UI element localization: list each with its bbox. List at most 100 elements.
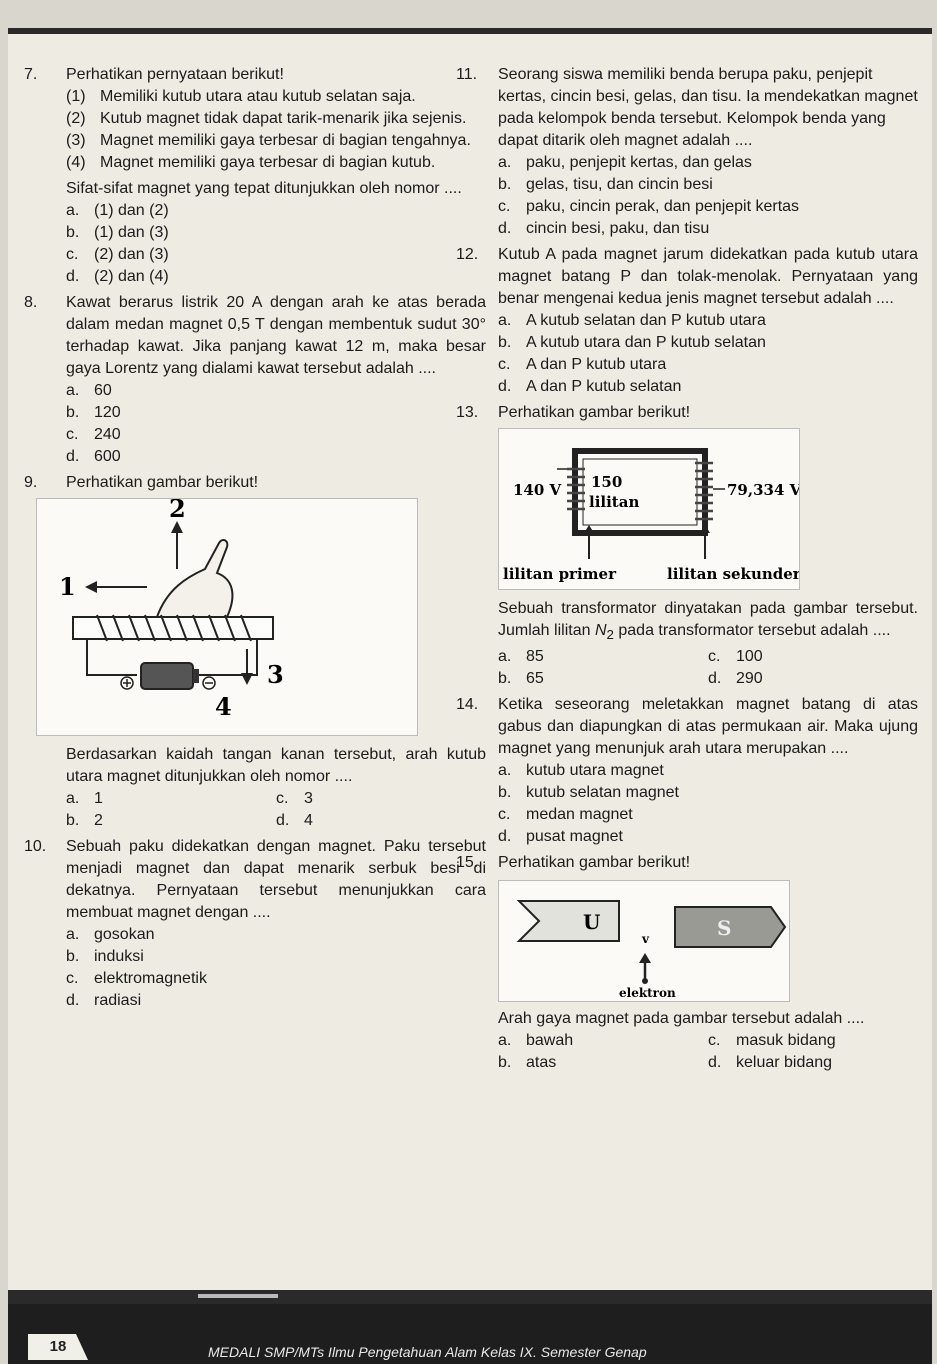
statement: (3)Magnet memiliki gaya terbesar di bagi… <box>66 132 471 149</box>
question-number: 12. <box>456 246 479 263</box>
magnet-electron-diagram: U S v elektron <box>516 900 787 1000</box>
field-mark-icon: v <box>641 932 650 946</box>
answer-option[interactable]: c.paku, cincin perak, dan penjepit kerta… <box>498 198 800 215</box>
question-text: Sifat-sifat magnet yang tepat ditunjukka… <box>66 180 462 197</box>
answer-option[interactable]: c.elektromagnetik <box>66 970 207 987</box>
answer-option[interactable]: b.gelas, tisu, dan cincin besi <box>498 176 713 193</box>
question-15: 15. Perhatikan gambar berikut! U S v ele… <box>456 852 918 1074</box>
answer-option[interactable]: d.pusat magnet <box>498 828 623 846</box>
question-number: 9. <box>24 474 38 491</box>
question-7: 7. Perhatikan pernyataan berikut! (1)Mem… <box>24 64 486 288</box>
plus-terminal-icon <box>120 676 134 690</box>
answer-option[interactable]: c.3 <box>276 790 313 807</box>
question-12: 12. Kutub A pada magnet jarum didekatkan… <box>456 244 918 398</box>
answer-option[interactable]: b.A kutub utara dan P kutub selatan <box>498 334 766 351</box>
transformer-diagram: 140 V 150 lilitan 79,334 V lilitan prime… <box>503 448 802 583</box>
secondary-coil <box>695 461 713 521</box>
question-9: 9. Perhatikan gambar berikut! 2 1 <box>24 472 486 832</box>
answer-option[interactable]: a.85 <box>498 648 544 666</box>
question-text: Arah gaya magnet pada gambar tersebut ad… <box>498 1010 865 1028</box>
question-stem: Perhatikan gambar berikut! <box>498 404 691 421</box>
south-pole-block <box>674 906 787 949</box>
answer-option[interactable]: d.cincin besi, paku, dan tisu <box>498 220 710 237</box>
answer-option[interactable]: b.120 <box>66 404 121 421</box>
answer-option[interactable]: a.kutub utara magnet <box>498 762 664 780</box>
question-13: 13. Perhatikan gambar berikut! <box>456 402 918 690</box>
question-number: 8. <box>24 294 38 311</box>
secondary-coil-label: lilitan sekunder <box>667 565 799 583</box>
secondary-voltage: 79,334 V <box>727 481 799 499</box>
question-stem: Ketika seseorang meletakkan magnet batan… <box>498 696 918 758</box>
minus-terminal-icon <box>202 676 216 690</box>
question-number: 11. <box>456 66 478 83</box>
answer-option[interactable]: a.gosokan <box>66 926 155 943</box>
answer-option[interactable]: d.290 <box>708 670 763 688</box>
section-divider <box>8 1290 932 1304</box>
answer-option[interactable]: b.(1) dan (3) <box>66 224 169 241</box>
question-stem: Kawat berarus listrik 20 A dengan arah k… <box>66 294 486 377</box>
question-stem: Kutub A pada magnet jarum didekatkan pad… <box>498 246 918 307</box>
primary-turns: 150 <box>591 473 622 491</box>
battery-icon <box>140 662 194 690</box>
answer-option[interactable]: a.paku, penjepit kertas, dan gelas <box>498 154 752 171</box>
statement: (4)Magnet memiliki gaya terbesar di bagi… <box>66 154 436 171</box>
answer-option[interactable]: d.(2) dan (4) <box>66 268 169 285</box>
primary-turns-unit: lilitan <box>589 493 639 511</box>
electron-dot <box>642 978 648 985</box>
answer-option[interactable]: b.2 <box>66 812 103 829</box>
electron-label: elektron <box>619 986 676 1000</box>
answer-option[interactable]: b.atas <box>498 1054 557 1072</box>
question-8: 8. Kawat berarus listrik 20 A dengan ara… <box>24 292 486 468</box>
question-11: 11. Seorang siswa memiliki benda berupa … <box>456 64 918 240</box>
label-3: 3 <box>267 660 284 689</box>
question-stem: Seorang siswa memiliki benda berupa paku… <box>498 66 918 149</box>
page-footer-bar: 18 MEDALI SMP/MTs Ilmu Pengetahuan Alam … <box>8 1304 932 1364</box>
answer-option[interactable]: b.kutub selatan magnet <box>498 784 679 802</box>
hand-icon <box>155 539 234 618</box>
statement: (1)Memiliki kutub utara atau kutub selat… <box>66 88 416 105</box>
solenoid-core <box>72 616 274 640</box>
primary-voltage: 140 V <box>513 481 562 499</box>
footer-text: MEDALI SMP/MTs Ilmu Pengetahuan Alam Kel… <box>208 1344 647 1360</box>
question-stem: Perhatikan gambar berikut! <box>66 474 259 491</box>
answer-option[interactable]: d.keluar bidang <box>708 1054 833 1072</box>
label-2: 2 <box>169 499 186 523</box>
answer-option[interactable]: a.60 <box>66 382 112 399</box>
answer-option[interactable]: d.4 <box>276 812 313 829</box>
solenoid-diagram: 2 1 <box>59 494 284 721</box>
question-number: 13. <box>456 404 479 421</box>
answer-option[interactable]: c.A dan P kutub utara <box>498 356 667 373</box>
question-text: Berdasarkan kaidah tangan kanan tersebut… <box>66 746 486 785</box>
answer-option[interactable]: c.medan magnet <box>498 806 633 824</box>
question-number: 15. <box>456 854 479 872</box>
answer-option[interactable]: c.(2) dan (3) <box>66 246 169 263</box>
north-pole-block <box>516 900 620 943</box>
answer-option[interactable]: d.600 <box>66 448 121 465</box>
answer-option[interactable]: d.A dan P kutub selatan <box>498 378 682 395</box>
primary-coil <box>567 467 585 511</box>
answer-option[interactable]: d.radiasi <box>66 992 142 1009</box>
statement: (2)Kutub magnet tidak dapat tarik-menari… <box>66 110 467 127</box>
answer-option[interactable]: c.100 <box>708 648 763 666</box>
answer-option[interactable]: a.(1) dan (2) <box>66 202 169 219</box>
answer-option[interactable]: a.A kutub selatan dan P kutub utara <box>498 312 766 329</box>
question-14: 14. Ketika seseorang meletakkan magnet b… <box>456 694 918 848</box>
question-stem: Sebuah paku didekatkan dengan magnet. Pa… <box>66 838 486 921</box>
question-10: 10. Sebuah paku didekatkan dengan magnet… <box>24 836 486 1012</box>
answer-option[interactable]: b.65 <box>498 670 544 688</box>
transformer-figure: 140 V 150 lilitan 79,334 V lilitan prime… <box>498 428 802 590</box>
primary-coil-label: lilitan primer <box>503 565 617 583</box>
south-pole-label: S <box>717 916 731 940</box>
answer-option[interactable]: a.bawah <box>498 1032 574 1050</box>
answer-option[interactable]: c.masuk bidang <box>708 1032 836 1050</box>
answer-option[interactable]: a.1 <box>66 790 103 807</box>
right-column: 11. Seorang siswa memiliki benda berupa … <box>456 64 918 1078</box>
answer-option[interactable]: c.240 <box>66 426 121 443</box>
north-pole-label: U <box>583 910 600 934</box>
answer-option[interactable]: b.induksi <box>66 948 144 965</box>
page-number: 18 <box>28 1334 88 1360</box>
worksheet-page: 7. Perhatikan pernyataan berikut! (1)Mem… <box>8 28 932 1364</box>
magnet-electron-figure: U S v elektron <box>498 880 790 1003</box>
question-stem: Perhatikan gambar berikut! <box>498 854 691 872</box>
label-4: 4 <box>215 692 232 721</box>
